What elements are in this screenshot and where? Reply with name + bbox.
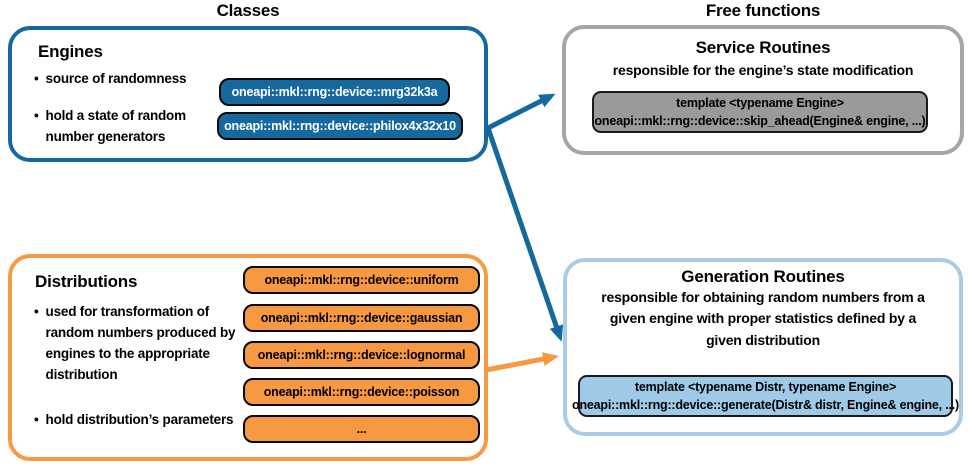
class-pill-philox4x32x10: oneapi::mkl::rng::device::philox4x32x10 <box>217 112 463 140</box>
distributions-bullet-transformation: used for transformation of random number… <box>34 302 246 386</box>
bullet-text: hold distribution’s parameters <box>45 412 234 427</box>
engines-bullet-randomness: source of randomness <box>34 69 226 90</box>
service-routines-subtitle: responsible for the engine’s state modif… <box>612 62 914 78</box>
distributions-box: Distributions used for transformation of… <box>8 254 488 461</box>
code-line: template <typename Engine> <box>676 96 844 110</box>
code-line: oneapi::mkl::rng::device::skip_ahead(Eng… <box>594 114 926 128</box>
classes-column-header: Classes <box>216 1 280 20</box>
subtitle-text: responsible for obtaining random numbers… <box>601 289 925 348</box>
engines-title: Engines <box>38 42 103 61</box>
class-pill-poisson: oneapi::mkl::rng::device::poisson <box>243 378 480 406</box>
arrow-engines-to-service-routines <box>486 93 556 131</box>
skip-ahead-code-box: template <typename Engine> oneapi::mkl::… <box>592 91 928 133</box>
engines-bullet-state: hold a state of random number generators <box>34 106 226 148</box>
bullet-text: hold a state of random number generators <box>45 108 187 144</box>
class-pill-gaussian: oneapi::mkl::rng::device::gaussian <box>243 304 480 332</box>
distributions-title: Distributions <box>35 272 138 291</box>
generation-routines-subtitle: responsible for obtaining random numbers… <box>587 287 939 351</box>
generation-routines-title: Generation Routines <box>681 267 845 286</box>
arrow-distributions-to-generation-routines <box>485 352 559 373</box>
free-functions-column-header: Free functions <box>705 1 821 20</box>
arrow-engines-to-generation-routines <box>485 127 564 342</box>
class-pill-more: ... <box>243 415 480 443</box>
distributions-bullet-parameters: hold distribution’s parameters <box>34 410 246 431</box>
code-line: template <typename Distr, typename Engin… <box>634 380 897 394</box>
bullet-text: used for transformation of random number… <box>45 304 236 382</box>
engines-box: Engines source of randomness hold a stat… <box>8 26 488 162</box>
class-pill-mrg32k3a: oneapi::mkl::rng::device::mrg32k3a <box>219 78 450 106</box>
generation-routines-box: Generation Routines responsible for obta… <box>563 258 963 436</box>
generate-code-box: template <typename Distr, typename Engin… <box>572 375 959 417</box>
bullet-text: source of randomness <box>45 71 187 86</box>
service-routines-box: Service Routines responsible for the eng… <box>562 25 964 155</box>
class-pill-uniform: oneapi::mkl::rng::device::uniform <box>243 266 480 294</box>
service-routines-title: Service Routines <box>695 38 831 57</box>
class-pill-lognormal: oneapi::mkl::rng::device::lognormal <box>243 341 480 369</box>
code-line: oneapi::mkl::rng::device::generate(Distr… <box>572 398 959 412</box>
